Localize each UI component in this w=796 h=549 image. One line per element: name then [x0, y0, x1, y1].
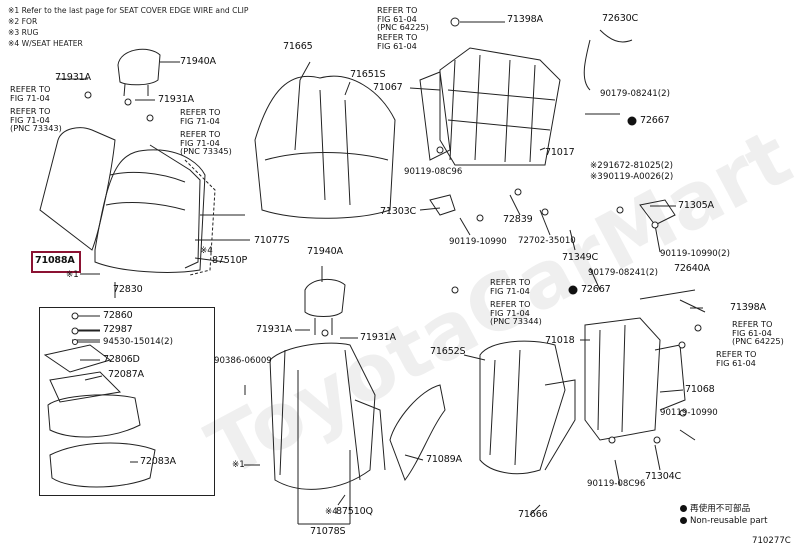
part-90386-06009[interactable]: 90386-06009: [214, 356, 272, 366]
part-72806D[interactable]: 72806D: [103, 354, 140, 365]
note-4: ※4 W/SEAT HEATER: [8, 39, 83, 48]
part-90119-08C96-top[interactable]: 90119-08C96: [404, 167, 463, 177]
part-90119-10990-2[interactable]: 90119-10990(2): [660, 249, 730, 259]
accessory-group-box: [39, 307, 215, 496]
armrest-lid: [43, 344, 112, 373]
ref-fig-61-04-top2[interactable]: REFER TO FIG 61-04: [377, 32, 418, 51]
ref-fig-61-04-mid[interactable]: REFER TO FIG 61-04 (PNC 64225): [732, 319, 784, 347]
part-72667-top[interactable]: 72667: [640, 115, 670, 126]
part-71931A-right[interactable]: 71931A: [158, 94, 194, 105]
legend-jp: 再使用不可部品: [680, 505, 750, 514]
non-reusable-dot-icon-2: [680, 517, 687, 524]
ref-fig-61-04-top[interactable]: REFER TO FIG 61-04 (PNC 64225): [377, 5, 429, 33]
part-90179-top[interactable]: 90179-08241(2): [600, 89, 670, 99]
part-71078S[interactable]: 71078S: [310, 526, 346, 537]
mark-x4-a: ※4: [200, 246, 213, 256]
part-90119-10990-3[interactable]: 90119-10990: [660, 408, 718, 418]
ref-fig-71-04-d[interactable]: REFER TO FIG 71-04 (PNC 73345): [180, 129, 232, 157]
legend-jp-text: 再使用不可部品: [690, 504, 751, 514]
part-71398A-mid[interactable]: 71398A: [730, 302, 766, 313]
part-90179-mid[interactable]: 90179-08241(2): [588, 268, 658, 278]
part-71398A-top[interactable]: 71398A: [507, 14, 543, 25]
part-72087A[interactable]: 72087A: [108, 369, 144, 380]
mark-x1-a: ※1: [66, 270, 79, 280]
legend-en: Non-reusable part: [680, 517, 768, 526]
part-71940A-top[interactable]: 71940A: [180, 56, 216, 67]
seat-back-cushion: [39, 127, 116, 251]
part-72083A[interactable]: 72083A: [140, 456, 176, 467]
part-71303C[interactable]: 71303C: [380, 206, 417, 217]
part-71304C[interactable]: 71304C: [645, 471, 682, 482]
ref-fig-71-04-c[interactable]: REFER TO FIG 71-04: [180, 107, 221, 126]
mark-x4-b: ※4: [325, 507, 338, 517]
part-90119-10990-top[interactable]: 90119-10990: [449, 237, 507, 247]
part-71077S[interactable]: 71077S: [254, 235, 290, 246]
ref-fig-71-04-b[interactable]: REFER TO FIG 71-04 (PNC 73343): [10, 106, 62, 134]
part-71068[interactable]: 71068: [685, 384, 715, 395]
part-72987[interactable]: 72987: [103, 324, 133, 335]
part-71651S[interactable]: 71651S: [350, 69, 386, 80]
part-71089A[interactable]: 71089A: [426, 454, 462, 465]
mark-x1-b: ※1: [232, 460, 245, 470]
headrest-shape: [117, 48, 161, 86]
ref-fig-71-04-f[interactable]: REFER TO FIG 71-04 (PNC 73344): [490, 299, 542, 327]
part-91672[interactable]: 91672-81025(2): [603, 161, 673, 171]
part-71349C[interactable]: 71349C: [562, 252, 599, 263]
ref-fig-61-04-mid2[interactable]: REFER TO FIG 61-04: [716, 349, 757, 368]
mark-x2: ※2: [590, 161, 603, 171]
note-3: ※3 RUG: [8, 28, 39, 37]
part-87510P[interactable]: 87510P: [212, 255, 248, 266]
mark-x3: ※3: [590, 172, 603, 182]
part-71666[interactable]: 71666: [518, 509, 548, 520]
part-72860[interactable]: 72860: [103, 310, 133, 321]
part-94530-15014[interactable]: 94530-15014(2): [103, 337, 173, 347]
part-71017[interactable]: 71017: [545, 147, 575, 158]
part-71088A[interactable]: 71088A: [35, 255, 75, 266]
part-71088A-highlight-box: [31, 251, 81, 273]
part-72667-mid[interactable]: 72667: [581, 284, 611, 295]
part-71665[interactable]: 71665: [283, 41, 313, 52]
part-71931A-left[interactable]: 71931A: [55, 72, 91, 83]
note-2: ※2 FOR: [8, 17, 38, 26]
part-90119-08C96-bot[interactable]: 90119-08C96: [587, 479, 646, 489]
figure-id: 710277C: [752, 536, 791, 546]
part-87510Q[interactable]: 87510Q: [336, 506, 373, 517]
lower-seat-cover: [269, 342, 376, 490]
part-71067[interactable]: 71067: [373, 82, 403, 93]
part-72830[interactable]: 72830: [113, 284, 143, 295]
part-71652S[interactable]: 71652S: [430, 346, 466, 357]
seat-back-frame: [439, 47, 561, 166]
part-71931A-mid1[interactable]: 71931A: [256, 324, 292, 335]
part-72839[interactable]: 72839: [503, 214, 533, 225]
part-72640A[interactable]: 72640A: [674, 263, 710, 274]
part-72630C[interactable]: 72630C: [602, 13, 639, 24]
part-72702-35010[interactable]: 72702-35010: [518, 236, 576, 246]
part-90119-A0026[interactable]: 90119-A0026(2): [603, 172, 674, 182]
part-71018[interactable]: 71018: [545, 335, 575, 346]
part-71931A-mid2[interactable]: 71931A: [360, 332, 396, 343]
part-71305A[interactable]: 71305A: [678, 200, 714, 211]
seat-back-cover: [254, 75, 396, 219]
note-1: ※1 Refer to the last page for SEAT COVER…: [8, 6, 249, 15]
legend-en-text: Non-reusable part: [690, 516, 768, 526]
ref-fig-71-04-a[interactable]: REFER TO FIG 71-04: [10, 84, 51, 103]
non-reusable-dot-icon: [680, 505, 687, 512]
ref-fig-71-04-e[interactable]: REFER TO FIG 71-04: [490, 277, 531, 296]
part-71940A-mid[interactable]: 71940A: [307, 246, 343, 257]
